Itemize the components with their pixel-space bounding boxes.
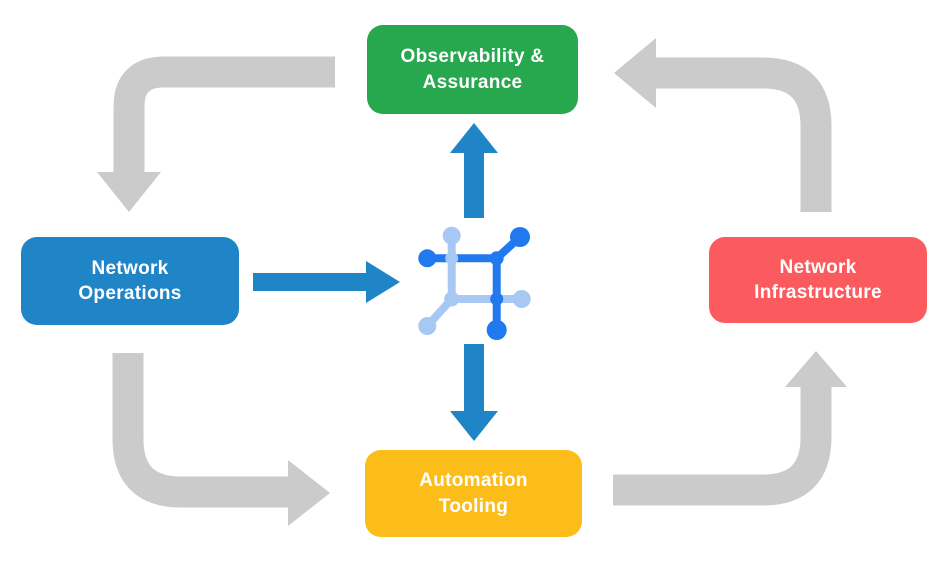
icon-node-circle [418, 317, 437, 335]
icon-junction-dot [445, 251, 459, 265]
node-label-line: Infrastructure [754, 282, 882, 303]
arrow-head [97, 172, 161, 212]
icon-junction-dot [490, 292, 504, 306]
node-label-line: Automation [419, 470, 528, 492]
icon-junction-dot [489, 251, 504, 266]
icon-junction-dot [444, 291, 460, 307]
arrow-shaft [112, 353, 288, 508]
arrow-operations-to-automation [112, 353, 330, 526]
arrow-head [366, 261, 400, 303]
node-observability-assurance: Observability & Assurance [367, 25, 578, 114]
node-label-line: Network [779, 256, 857, 278]
arrow-automation-to-infrastructure [613, 351, 847, 506]
node-label-line: Operations [78, 283, 182, 304]
node-label-line: Assurance [422, 71, 523, 93]
arrow-shaft [113, 56, 335, 174]
node-network-operations: Network Operations [21, 237, 239, 325]
node-automation-tooling: Automation Tooling [365, 450, 582, 537]
node-label-line: Tooling [438, 495, 509, 517]
icon-node-circle [418, 249, 437, 268]
arrow-head [288, 460, 330, 526]
icon-node-circle [486, 320, 507, 340]
node-label-line: Network [91, 257, 169, 279]
arrow-center-to-automation [450, 344, 498, 441]
arrow-shaft [656, 57, 832, 212]
arrow-head [785, 351, 847, 387]
arrow-head [614, 38, 656, 108]
icon-node-circle [512, 290, 531, 308]
arrow-operations-to-center [253, 261, 400, 303]
icon-node-circle [442, 226, 461, 245]
arrow-shaft [613, 386, 832, 506]
node-label-line: Observability & [400, 46, 545, 68]
arrow-head [450, 411, 498, 441]
node-network-infrastructure: Network Infrastructure [709, 237, 927, 323]
arrow-head [450, 123, 498, 153]
icon-node-circle [510, 227, 530, 247]
arrow-infrastructure-to-observability [614, 38, 832, 212]
arrow-center-to-observability [450, 123, 498, 218]
arrow-observability-to-operations [97, 56, 335, 212]
network-platform-icon [418, 226, 531, 340]
